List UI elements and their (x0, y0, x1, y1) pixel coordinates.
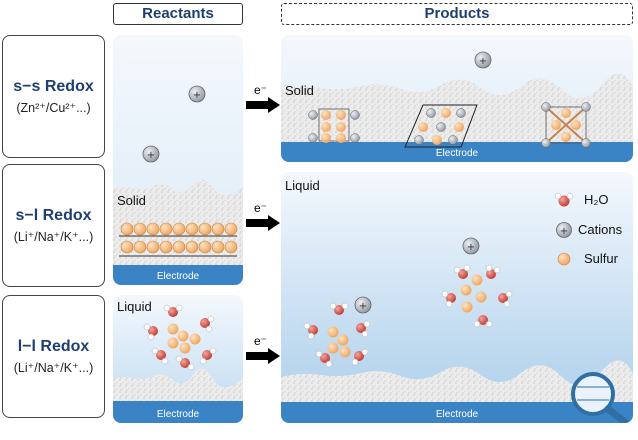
svg-text:+: + (479, 56, 487, 67)
cation-icon: + (354, 296, 372, 314)
legend-cations: Cations (578, 222, 623, 237)
reactant-panel-graphic: + + (113, 85, 243, 285)
sulfur-legend-icon (557, 252, 571, 266)
svg-text:+: + (467, 242, 475, 253)
liquid-label: Liquid (117, 299, 152, 314)
row-title: s−s Redox (13, 78, 94, 95)
magnifier-icon (571, 372, 630, 423)
electrode-label: Electrode (156, 271, 200, 282)
cation-icon: + (188, 85, 206, 103)
solid-label: Solid (117, 193, 146, 208)
cation-legend-icon: + (556, 222, 572, 238)
cation-icon: + (142, 145, 160, 163)
sulfur-row-top (120, 222, 238, 236)
sulfur-row-bottom (120, 240, 238, 254)
svg-text:+: + (560, 226, 568, 237)
cation-icon: + (462, 237, 480, 255)
arrow-icon (246, 97, 280, 113)
electrode-label: Electrode (435, 409, 479, 420)
crystal-structure-3 (541, 102, 591, 148)
reactants-header: Reactants (113, 3, 243, 25)
reactant-panel-liquid: Liquid Electrode (113, 295, 243, 423)
row-subtitle: (Zn²⁺/Cu²⁺...) (16, 101, 91, 115)
electron-arrow: e⁻ (246, 83, 280, 118)
electron-arrow: e⁻ (246, 201, 280, 236)
row-title: l−l Redox (17, 338, 90, 355)
crystal-structure-2 (404, 104, 478, 148)
row-label-ll: l−l Redox (Li⁺/Na⁺/K⁺...) (2, 295, 105, 418)
electron-arrow: e⁻ (246, 334, 280, 369)
legend-h2o: H₂O (584, 192, 609, 207)
row-label-ss: s−s Redox (Zn²⁺/Cu²⁺...) (2, 35, 105, 158)
electrode-label: Electrode (156, 409, 200, 420)
electron-label: e⁻ (254, 83, 268, 97)
svg-text:+: + (193, 90, 201, 101)
arrow-icon (246, 215, 280, 231)
reactant-panel-solid: + + Solid Electrode (113, 35, 243, 285)
electron-label: e⁻ (254, 334, 268, 348)
product-solid-graphic: + (281, 51, 633, 162)
water-legend-icon (554, 192, 574, 207)
cation-icon: + (474, 51, 492, 69)
reactant-liquid-graphic (113, 295, 243, 423)
crystal-structure-1 (308, 108, 360, 143)
electron-label: e⁻ (254, 201, 268, 215)
product-panel-solid: + Solid Electrode (281, 35, 633, 162)
row-subtitle: (Li⁺/Na⁺/K⁺...) (13, 230, 94, 244)
liquid-label: Liquid (285, 178, 320, 193)
svg-text:+: + (147, 150, 155, 161)
product-liquid-graphic: + + + (281, 172, 633, 423)
products-header: Products (281, 3, 633, 25)
row-subtitle: (Li⁺/Na⁺/K⁺...) (13, 361, 94, 375)
legend-sulfur: Sulfur (584, 251, 618, 266)
electrode-label: Electrode (435, 148, 479, 159)
solid-label: Solid (285, 83, 314, 98)
row-title: s−l Redox (15, 207, 92, 224)
arrow-icon (246, 348, 280, 364)
row-label-sl: s−l Redox (Li⁺/Na⁺/K⁺...) (2, 164, 105, 287)
product-panel-liquid: + + + Liquid H₂O Cations Sulfur Electrod… (281, 172, 633, 423)
svg-text:+: + (359, 301, 367, 312)
